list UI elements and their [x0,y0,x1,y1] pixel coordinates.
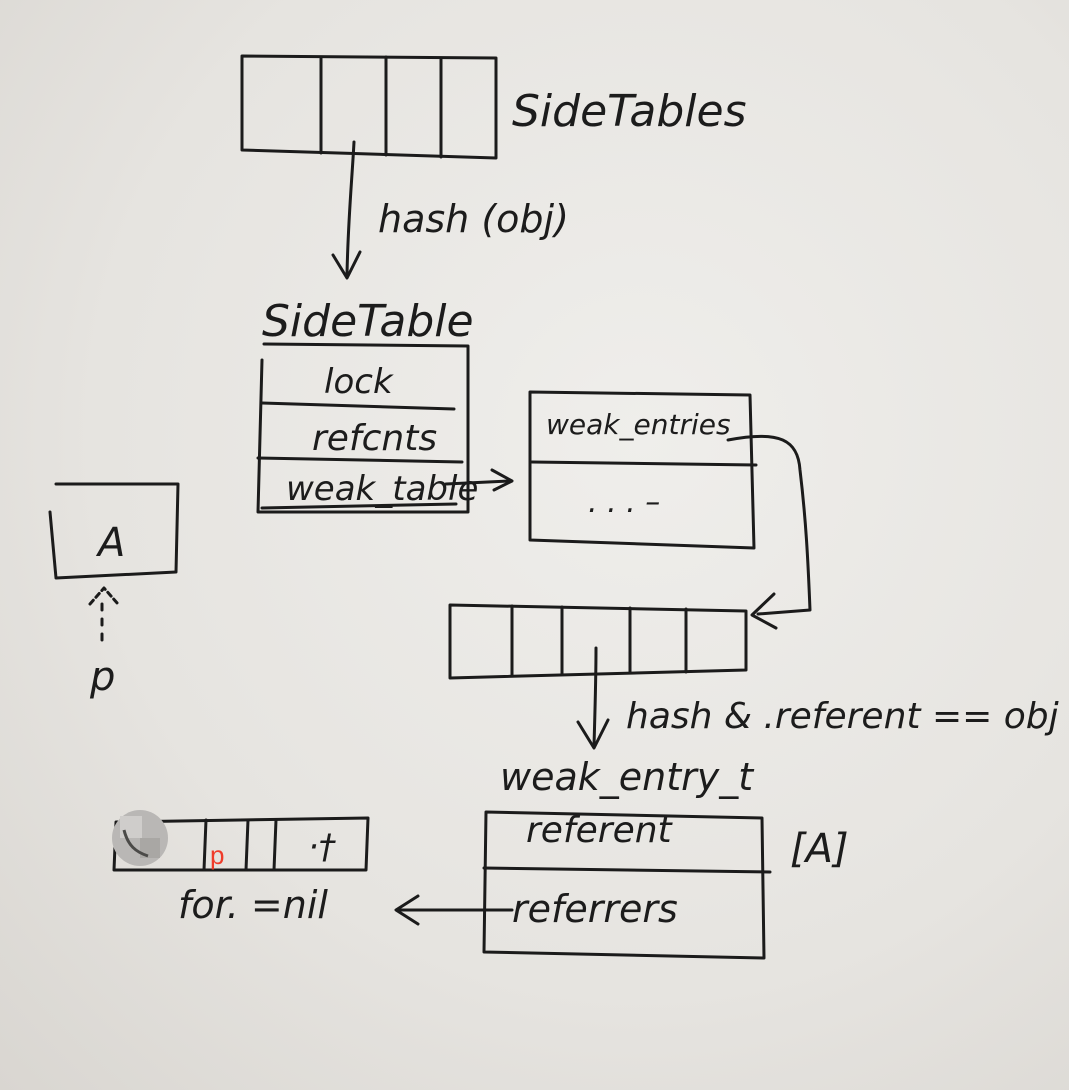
hash-referent-arrow [578,648,608,748]
referrers-field: referrers [512,887,678,931]
hash-obj-label: hash (obj) [378,197,569,241]
referrers-arrow [396,896,512,924]
pointer-p-red: p [210,840,224,870]
lock-field: lock [324,362,394,402]
hash-referent-label: hash & .referent == obj [626,696,1059,737]
referent-field: referent [526,810,674,851]
weak-pointer-arrow [90,588,118,640]
ellipsis-field: . . . – [588,485,660,520]
weak-entry-t-label: weak_entry_t [500,755,755,799]
array-tail-mark: ·† [308,827,337,867]
referent-value: [A] [790,826,849,872]
sidetable-label: SideTable [262,296,474,347]
weak-entries-field: weak_entries [546,408,731,441]
weak-entries-array [450,605,746,678]
sidetables-label: SideTables [512,86,747,137]
pointer-p-label: p [89,654,115,700]
object-a-label: A [95,520,125,566]
for-nil-label: for. =nil [178,883,328,927]
hash-obj-arrow [333,142,360,278]
sidetables-array [242,56,496,158]
weak-table-field: weak_table [286,469,478,509]
avatar [112,810,168,866]
refcnts-field: refcnts [312,418,437,459]
